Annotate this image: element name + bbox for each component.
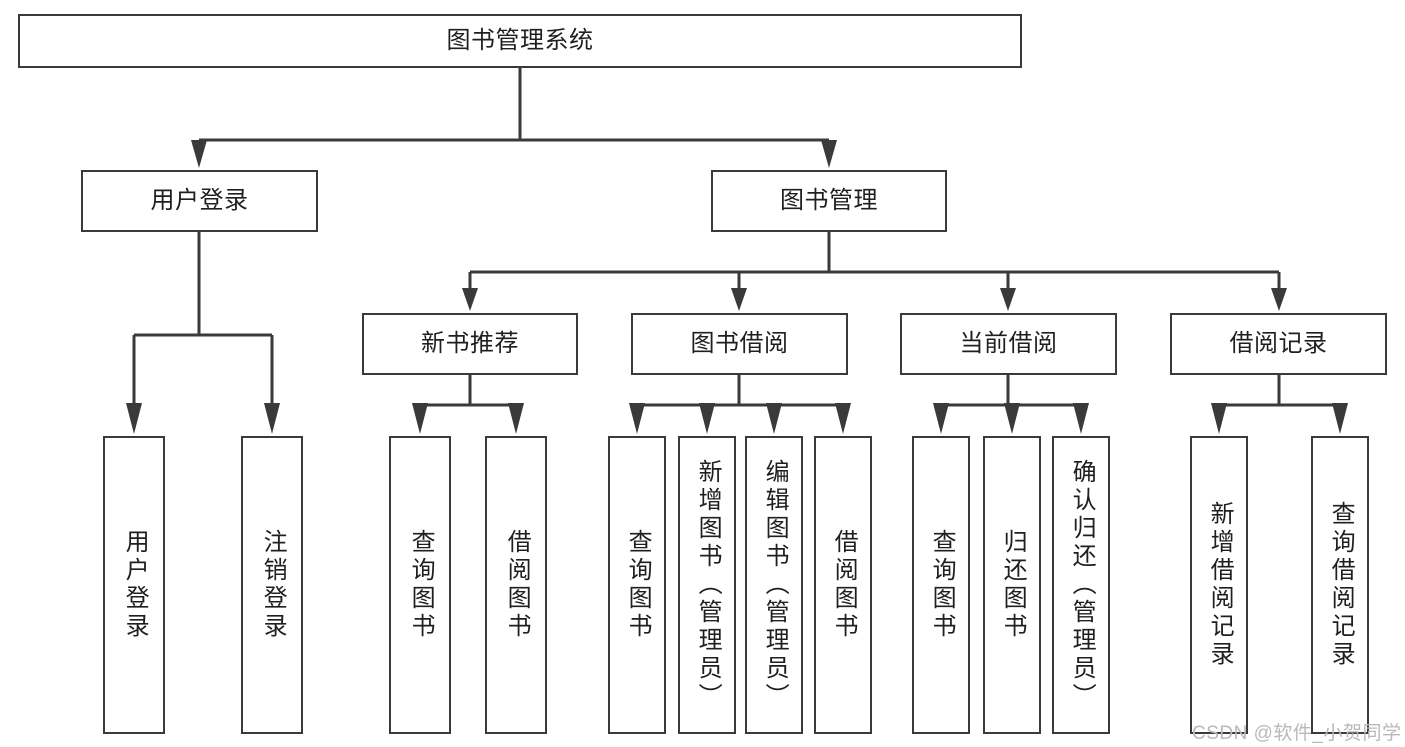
node-leaf-add-borrow-record-label: 新增借阅记录 [1206,501,1234,669]
arrowhead-new-book [462,288,478,311]
node-borrow-record-label: 借阅记录 [1229,329,1328,357]
node-new-book-recommend-label: 新书推荐 [421,329,519,357]
node-leaf-logout[interactable]: 注销登录 [241,436,303,734]
arrowhead-book-borrow [731,288,747,311]
arrowhead-leaf-query-current [933,403,949,434]
node-leaf-query-book-borrow[interactable]: 查询图书 [608,436,666,734]
arrowhead-leaf-add-book [699,403,715,434]
node-leaf-borrow-book[interactable]: 借阅图书 [814,436,872,734]
node-root[interactable]: 图书管理系统 [18,14,1022,68]
node-leaf-borrow-book-rec-label: 借阅图书 [503,529,531,641]
node-leaf-add-book-admin-label: 新增图书（管理员） [694,459,722,711]
node-book-management[interactable]: 图书管理 [711,170,947,232]
arrowhead-leaf-borrow-rec [508,403,524,434]
arrowhead-leaf-query-record [1332,403,1348,434]
node-leaf-query-book-borrow-label: 查询图书 [624,529,652,641]
node-book-borrow[interactable]: 图书借阅 [631,313,848,375]
node-leaf-user-login-label: 用户登录 [121,529,149,641]
node-user-login-label: 用户登录 [150,186,249,214]
node-leaf-edit-book-admin[interactable]: 编辑图书（管理员） [745,436,803,734]
node-leaf-edit-book-admin-label: 编辑图书（管理员） [761,459,789,711]
node-leaf-query-book-rec[interactable]: 查询图书 [389,436,451,734]
arrowhead-leaf-return-book [1004,403,1020,434]
arrowhead-book-management [821,140,837,168]
node-book-management-label: 图书管理 [780,186,878,214]
node-leaf-borrow-book-rec[interactable]: 借阅图书 [485,436,547,734]
arrowhead-current-borrow [1000,288,1016,311]
node-book-borrow-label: 图书借阅 [690,329,789,357]
node-leaf-return-book[interactable]: 归还图书 [983,436,1041,734]
node-leaf-borrow-book-label: 借阅图书 [830,529,858,641]
node-leaf-confirm-return-admin[interactable]: 确认归还（管理员） [1052,436,1110,734]
node-leaf-query-borrow-record[interactable]: 查询借阅记录 [1311,436,1369,734]
arrowhead-leaf-confirm-return [1073,403,1089,434]
arrowhead-leaf-user-login [126,403,142,434]
node-leaf-query-book-rec-label: 查询图书 [407,529,435,641]
arrowhead-leaf-query-borrow [629,403,645,434]
node-leaf-confirm-return-admin-label: 确认归还（管理员） [1068,459,1096,711]
node-leaf-return-book-label: 归还图书 [999,529,1027,641]
arrowhead-leaf-add-record [1211,403,1227,434]
node-leaf-query-book-current[interactable]: 查询图书 [912,436,970,734]
node-borrow-record[interactable]: 借阅记录 [1170,313,1387,375]
arrowhead-leaf-edit-book [766,403,782,434]
csdn-watermark: CSDN @软件_小贺同学 [1192,723,1402,744]
node-leaf-user-login[interactable]: 用户登录 [103,436,165,734]
arrowhead-borrow-record [1271,288,1287,311]
arrowhead-user-login [191,140,207,168]
node-leaf-query-book-current-label: 查询图书 [928,529,956,641]
node-current-borrow[interactable]: 当前借阅 [900,313,1117,375]
node-leaf-add-book-admin[interactable]: 新增图书（管理员） [678,436,736,734]
node-user-login[interactable]: 用户登录 [81,170,318,232]
arrowhead-leaf-logout [264,403,280,434]
node-root-label: 图书管理系统 [446,26,594,54]
node-leaf-add-borrow-record[interactable]: 新增借阅记录 [1190,436,1248,734]
node-new-book-recommend[interactable]: 新书推荐 [362,313,578,375]
node-current-borrow-label: 当前借阅 [959,329,1058,357]
arrowhead-leaf-query-rec [412,403,428,434]
node-leaf-logout-label: 注销登录 [259,529,287,641]
arrowhead-leaf-borrow-book [835,403,851,434]
node-leaf-query-borrow-record-label: 查询借阅记录 [1327,501,1355,669]
